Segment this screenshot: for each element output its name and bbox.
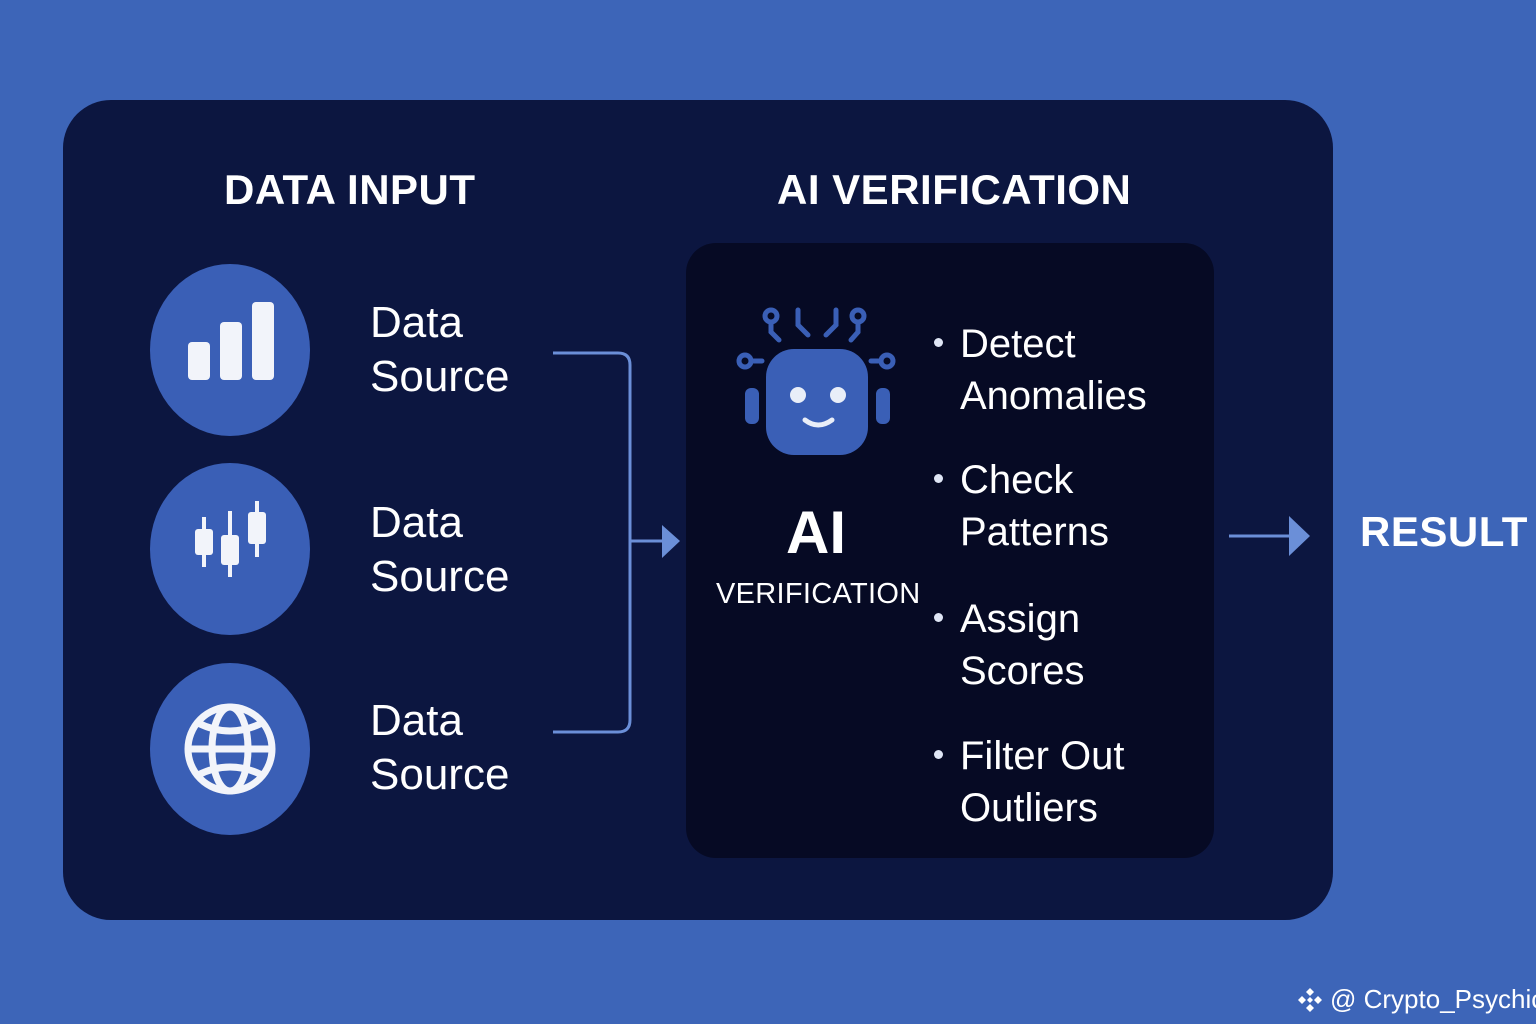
ai-verification-box bbox=[686, 243, 1214, 858]
data-source-1-badge bbox=[150, 264, 310, 436]
watermark: @ Crypto_Psychic bbox=[1296, 984, 1536, 1015]
verification-label: VERIFICATION bbox=[716, 578, 921, 610]
candlestick-chart-icon bbox=[195, 501, 266, 577]
data-source-3-label: Data Source bbox=[370, 696, 510, 799]
step-assign-scores: Assign Scores bbox=[934, 593, 1085, 697]
ai-verification-heading: AI VERIFICATION bbox=[777, 166, 1132, 213]
data-input-heading: DATA INPUT bbox=[224, 166, 476, 213]
bullet-dot-icon bbox=[934, 750, 943, 759]
bullet-dot-icon bbox=[934, 474, 943, 483]
binance-logo-icon bbox=[1298, 987, 1322, 1012]
data-source-1-label: Data Source bbox=[370, 298, 510, 401]
bar-chart-icon bbox=[188, 302, 274, 380]
bullet-dot-icon bbox=[934, 338, 943, 347]
bullet-dot-icon bbox=[934, 613, 943, 622]
data-source-2-label: Data Source bbox=[370, 498, 510, 601]
step-filter-outliers: Filter Out Outliers bbox=[934, 730, 1124, 834]
watermark-text: @ Crypto_Psychic bbox=[1330, 984, 1536, 1014]
globe-icon bbox=[184, 703, 276, 795]
result-label: RESULT bbox=[1360, 508, 1528, 555]
step-detect-anomalies: Detect Anomalies bbox=[934, 318, 1147, 422]
ai-label: AI bbox=[786, 499, 846, 566]
data-source-3-badge bbox=[150, 663, 310, 835]
data-source-2-badge bbox=[150, 463, 310, 635]
step-check-patterns: Check Patterns bbox=[934, 454, 1109, 558]
output-arrow-head bbox=[1289, 516, 1310, 556]
connector-arrow-head bbox=[662, 525, 680, 558]
